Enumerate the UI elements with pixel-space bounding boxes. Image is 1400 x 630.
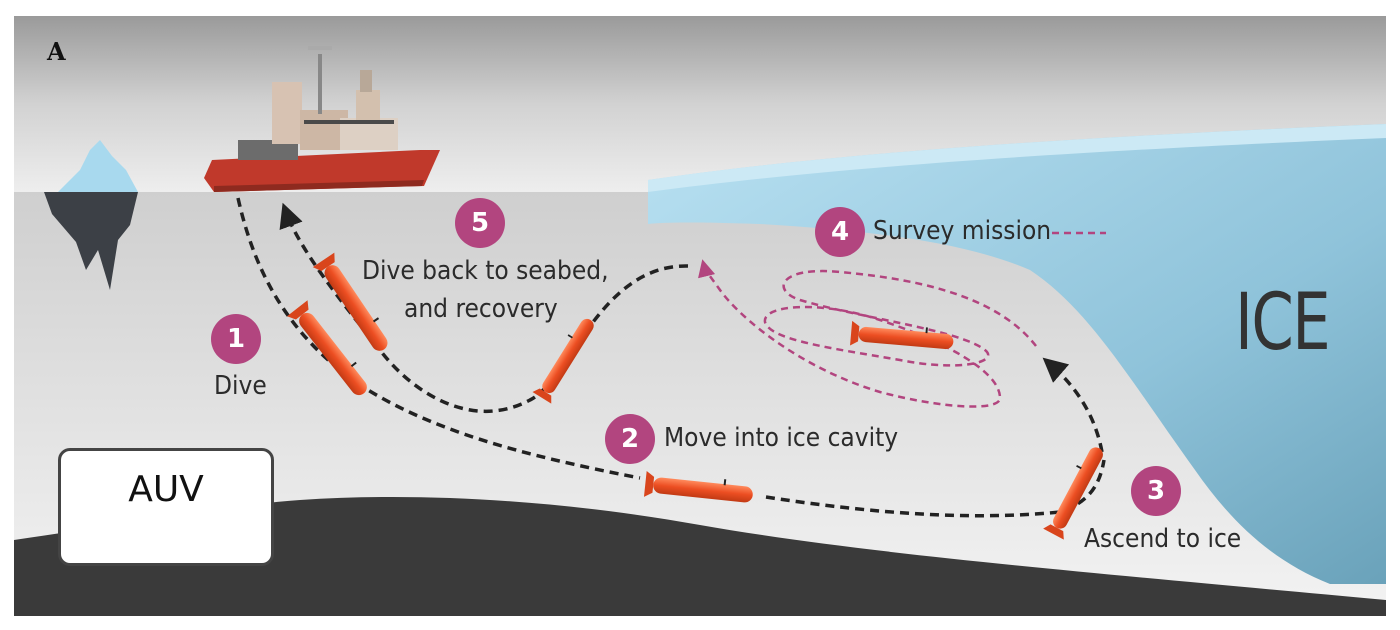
- step-label-5-line1: Dive back to seabed,: [362, 256, 609, 286]
- step-badge-3: 3: [1131, 466, 1181, 516]
- ice-shelf-top: [648, 124, 1386, 192]
- seabed: [14, 497, 1386, 616]
- ice-label: ICE: [1235, 278, 1331, 368]
- ship-icon: [204, 46, 440, 192]
- ascend-path: [1042, 357, 1104, 453]
- panel-label: A: [47, 37, 66, 66]
- step-label-1: Dive: [214, 371, 267, 401]
- step-label-2: Move into ice cavity: [664, 423, 899, 453]
- step-badge-5: 5: [455, 198, 505, 248]
- step-badge-4: 4: [815, 207, 865, 257]
- auv-legend-box: AUV: [58, 448, 274, 566]
- auv-legend-title: AUV: [128, 469, 204, 510]
- step-label-3: Ascend to ice: [1084, 524, 1242, 554]
- step-label-5-line2: and recovery: [404, 294, 558, 324]
- ice-shelf: [648, 124, 1386, 584]
- return-path: [279, 202, 689, 413]
- step-label-4: Survey mission: [873, 216, 1052, 246]
- step-badge-2: 2: [605, 414, 655, 464]
- survey-path: [698, 259, 1037, 408]
- step-badge-1: 1: [211, 314, 261, 364]
- iceberg-icon: [44, 140, 138, 290]
- cavity-path: [765, 459, 1106, 518]
